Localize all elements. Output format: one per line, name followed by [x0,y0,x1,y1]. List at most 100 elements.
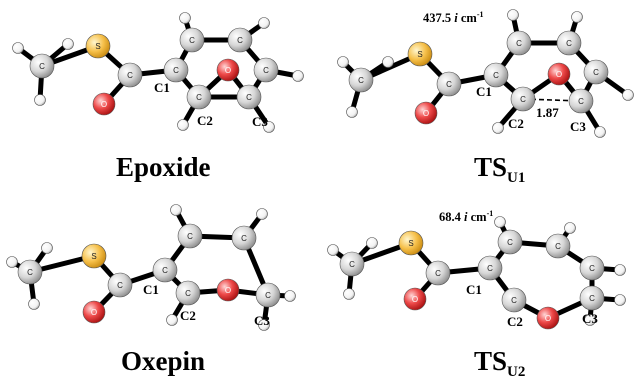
oxepin-carbon-letter-5: C [117,281,123,290]
ts-u1-label-c3: C3 [570,119,586,134]
ts-u2-carbon-letter-0: C [349,260,355,269]
ts-u1-oxygen-letter-6: O [423,109,429,118]
epoxide-hydrogen-atom-17 [177,119,189,131]
ts-u2-oxygen-atom-11 [536,306,560,330]
epoxide-carbon-letter-11: C [189,36,195,45]
ts-u1-carbon-letter-7: C [493,71,499,80]
ts-u2-oxygen-letter-11: O [545,314,551,323]
oxepin-carbon-letter-8: C [185,289,191,298]
ts-u2-carbon-letter-8: C [511,296,517,305]
epoxide-sulfur-letter-4: S [95,42,100,51]
epoxide-hydrogen-atom-2 [34,94,46,106]
ts-u2-carbon-atom-7 [477,255,503,281]
ts-u1-oxygen-letter-10: O [556,70,562,79]
ts-u1-hydrogen-atom-17 [492,122,504,134]
epoxide-carbon-atom-13 [253,57,279,83]
oxepin-oxygen-letter-11: O [225,286,231,295]
ts-u1-hydrogen-atom-3 [382,56,394,68]
epoxide-carbon-letter-7: C [173,66,179,75]
ts-u2-carbon-atom-12 [579,285,605,311]
epoxide-label-c3: C3 [252,114,268,129]
ts-u2-carbon-atom-5 [425,260,451,286]
ts-u1-main: TS [474,152,508,182]
oxepin-hydrogen-atom-1 [6,256,18,268]
ts-u2-oxygen-letter-6: O [412,295,418,304]
epoxide-hydrogen-atom-3 [62,38,74,50]
ts-u1-label-c2: C2 [508,116,524,131]
ts-u1-oxygen-atom-10 [547,62,571,86]
ts-u1-carbon-atom-0 [348,67,374,93]
epoxide-carbon-atom-0 [29,53,55,79]
ts-u2-carbon-atom-9 [497,229,523,255]
epoxide-oxygen-letter-6: O [101,100,107,109]
panel-title-epoxide: Epoxide [116,152,211,182]
ts-u1-carbon-letter-11: C [516,39,522,48]
ts-u2-hydrogen-atom-17 [614,294,626,306]
frequency-ts-u1-unit: cm [460,11,477,26]
epoxide-hydrogen-atom-14 [179,12,191,24]
ts-u1-hydrogen-atom-2 [346,106,358,118]
frequency-ts-u2-imag: i [464,210,468,225]
epoxide-hydrogen-atom-1 [12,42,24,54]
oxepin-carbon-letter-12: C [265,291,271,300]
ts-u1-sulfur-letter-4: S [417,50,422,59]
ts-u1-carbon-letter-13: C [593,68,599,77]
ts-u1-carbon-letter-12: C [566,39,572,48]
ts-u2-oxygen-atom-6 [403,287,427,311]
oxepin-sulfur-atom-4 [81,243,107,269]
oxepin-hydrogen-atom-16 [166,314,178,326]
frequency-ts-u2-exp: -1 [486,209,494,218]
oxepin-carbon-atom-10 [231,225,257,251]
ts-u2-carbon-letter-12: C [589,294,595,303]
ts-u1-carbon-atom-5 [436,71,462,97]
ts-u2-hydrogen-atom-2 [343,288,355,300]
ts-u2-hydrogen-atom-14 [494,216,506,228]
ts-u2-hydrogen-atom-16 [614,264,626,276]
epoxide-label-c1: C1 [154,80,170,95]
ts-u1-carbon-letter-5: C [446,80,452,89]
ts-u2-label-c1: C1 [466,282,482,297]
oxepin-oxygen-atom-6 [82,300,106,324]
ts-u1-carbon-letter-8: C [520,95,526,104]
ts-u1-carbon-atom-12 [556,30,582,56]
epoxide-oxygen-atom-6 [92,92,116,116]
epoxide-hydrogen-atom-16 [292,70,304,82]
oxepin-hydrogen-atom-13 [170,204,182,216]
frequency-ts-u2-unit: cm [470,210,487,225]
frequency-ts-u1: 437.5 i cm-1 [423,10,484,26]
epoxide-carbon-letter-0: C [39,62,45,71]
epoxide-carbon-atom-9 [236,84,262,110]
frequency-ts-u1-imag: i [454,11,458,26]
ts-u1-carbon-atom-7 [483,62,509,88]
ts-u1-carbon-atom-11 [506,30,532,56]
epoxide-hydrogen-atom-18 [263,121,275,133]
epoxide-carbon-atom-11 [179,27,205,53]
ts-u1-oxygen-atom-6 [414,101,438,125]
oxepin-oxygen-letter-6: O [91,308,97,317]
panel-title-oxepin: Oxepin [121,346,206,376]
frequency-ts-u1-exp: -1 [476,10,484,19]
ts-u2-carbon-letter-10: C [555,242,561,251]
oxepin-carbon-letter-0: C [27,268,33,277]
ts-u1-carbon-letter-9: C [578,97,584,106]
epoxide-carbon-letter-13: C [263,66,269,75]
ts-u2-main: TS [474,346,508,376]
ts-u1-hydrogen-atom-15 [571,11,583,23]
frequency-ts-u1-value: 437.5 [423,11,452,26]
ts-u2-carbon-letter-5: C [435,269,441,278]
ts-u2-carbon-letter-7: C [487,264,493,273]
oxepin-label-c2: C2 [180,308,196,323]
ts-u1-carbon-atom-8 [510,86,536,112]
ts-u2-carbon-atom-13 [579,255,605,281]
epoxide-carbon-atom-5 [117,62,143,88]
ts-u2-carbon-atom-8 [501,287,527,313]
oxepin-carbon-letter-9: C [187,232,193,241]
epoxide-label-c2: C2 [197,113,213,128]
epoxide-carbon-atom-7 [163,57,189,83]
oxepin-carbon-atom-7 [152,257,178,283]
ts-u1-hydrogen-atom-18 [594,126,606,138]
ts-u2-carbon-atom-0 [339,251,365,277]
oxepin-carbon-letter-10: C [241,234,247,243]
oxepin-label-c3: C3 [254,313,270,328]
